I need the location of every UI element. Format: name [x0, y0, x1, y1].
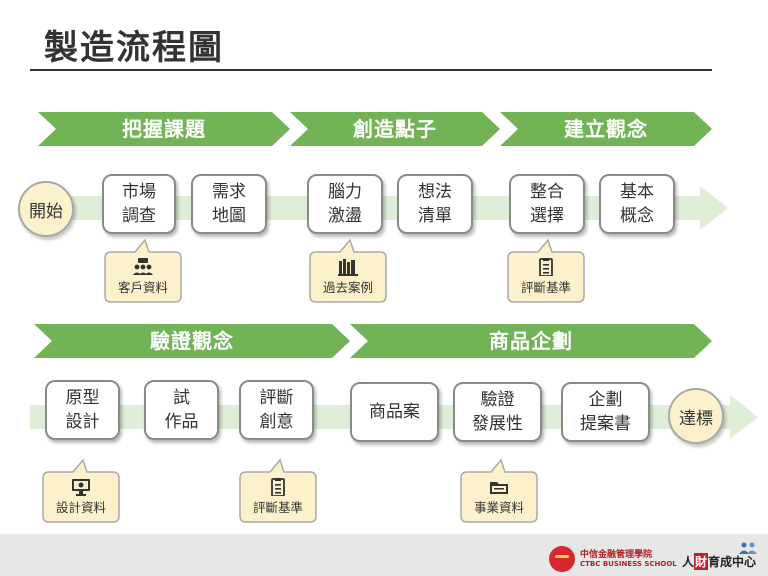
step-text-line: 試 — [173, 388, 190, 408]
stage-band-verify-concept: 驗證觀念 — [34, 324, 350, 358]
step-text-line: 清單 — [418, 206, 452, 226]
school-name-en: CTBC BUSINESS SCHOOL — [580, 560, 677, 568]
step-text-line: 調查 — [122, 206, 156, 226]
footer-bar — [0, 534, 768, 576]
note-business-data: 事業資料 — [459, 458, 539, 524]
step-idea-list: 想法 清單 — [397, 174, 473, 234]
callout-fill — [239, 458, 317, 523]
step-text-line: 商品案 — [369, 402, 420, 422]
stage-label: 創造點子 — [353, 117, 437, 141]
note-label: 評斷基準 — [252, 500, 303, 515]
step-text-line: 腦力 — [328, 182, 362, 202]
school-name-zh: 中信金融管理學院 — [580, 550, 653, 560]
clipboard-checklist-icon — [271, 478, 285, 496]
stage-band-fill — [500, 112, 712, 146]
stage-band-fill — [350, 324, 712, 358]
ctbc-logo-icon — [549, 546, 575, 572]
step-text-line: 設計 — [65, 412, 100, 432]
stage-label: 建立觀念 — [564, 117, 648, 141]
step-evaluate-creativity: 評斷 創意 — [239, 380, 314, 440]
note-label: 評斷基準 — [520, 280, 571, 295]
note-design-data: 設計資料 — [41, 458, 121, 524]
step-planning-proposal: 企劃 提案書 — [561, 382, 650, 442]
stage-band-grasp-issue: 把握課題 — [38, 112, 290, 146]
stage-band-build-concept: 建立觀念 — [500, 112, 712, 146]
stage-label: 把握課題 — [122, 117, 206, 141]
step-text-line: 需求 — [212, 182, 246, 202]
stage-band-shape — [500, 112, 712, 146]
goal-node: 達標 — [668, 388, 724, 444]
step-text-line: 概念 — [620, 206, 654, 226]
step-text-line: 選擇 — [530, 206, 564, 226]
step-text-line: 激盪 — [328, 206, 362, 226]
stage-band-shape — [38, 112, 290, 146]
step-text-line: 評斷 — [259, 388, 294, 408]
note-label: 客戶資料 — [117, 280, 168, 295]
step-product-proposal: 商品案 — [350, 382, 439, 442]
step-integrate-select: 整合 選擇 — [509, 174, 585, 234]
step-prototype-design: 原型 設計 — [45, 380, 120, 440]
people-icon — [739, 542, 757, 554]
stage-band-fill — [290, 112, 500, 146]
step-demand-map: 需求 地圖 — [191, 174, 267, 234]
note-label: 設計資料 — [55, 500, 106, 515]
step-text-line: 提案書 — [580, 414, 631, 434]
design-monitor-icon — [72, 479, 90, 496]
hr-center-logo: 人財育成中心 — [682, 553, 756, 570]
clipboard-checklist-icon — [539, 258, 553, 276]
stage-band-product-planning: 商品企劃 — [350, 324, 712, 358]
step-text-line: 作品 — [164, 412, 199, 432]
callout-fill — [507, 238, 585, 303]
start-node: 開始 — [18, 181, 74, 237]
stage-band-shape — [290, 112, 500, 146]
books-icon — [338, 259, 358, 276]
callout-fill — [104, 238, 182, 303]
stage-band-create-ideas: 創造點子 — [290, 112, 500, 146]
step-text-line: 發展性 — [472, 414, 523, 434]
step-text-line: 創意 — [259, 412, 294, 432]
page-title: 製造流程圖 — [44, 28, 224, 68]
stage-band-shape — [34, 324, 350, 358]
folder-icon — [490, 482, 508, 494]
stage-label: 驗證觀念 — [150, 329, 234, 353]
note-label: 過去案例 — [322, 280, 373, 295]
stage-band-fill — [34, 324, 350, 358]
step-text-line: 原型 — [65, 388, 100, 408]
step-text-line: 地圖 — [212, 206, 246, 226]
step-verify-development: 驗證 發展性 — [453, 382, 542, 442]
step-text-line: 市場 — [122, 182, 156, 202]
note-label: 事業資料 — [473, 500, 524, 515]
step-market-research: 市場 調查 — [102, 174, 176, 234]
note-past-cases: 過去案例 — [308, 238, 388, 304]
callout-shape — [239, 458, 317, 523]
step-text-line: 企劃 — [588, 390, 623, 410]
callout-shape — [507, 238, 585, 303]
note-evaluation-criteria: 評斷基準 — [506, 238, 586, 304]
step-text-line: 整合 — [530, 182, 564, 202]
step-basic-concept: 基本 概念 — [599, 174, 675, 234]
note-customer-data: 客戶資料 — [103, 238, 183, 304]
hr-text-part: 育成中心 — [708, 555, 757, 569]
hr-text-part: 人 — [682, 555, 695, 569]
step-text-line: 想法 — [418, 182, 452, 202]
stage-band-fill — [38, 112, 290, 146]
note-evaluation-criteria: 評斷基準 — [238, 458, 318, 524]
step-text-line: 基本 — [620, 182, 654, 202]
stage-band-shape — [350, 324, 712, 358]
title-divider — [30, 69, 712, 71]
customer-group-icon — [133, 258, 153, 275]
hr-text-highlight: 財 — [694, 553, 709, 570]
step-trial-product: 試 作品 — [144, 380, 219, 440]
callout-shape — [104, 238, 182, 303]
stage-label: 商品企劃 — [489, 329, 573, 353]
step-text-line: 驗證 — [480, 390, 515, 410]
step-brainstorm: 腦力 激盪 — [307, 174, 383, 234]
